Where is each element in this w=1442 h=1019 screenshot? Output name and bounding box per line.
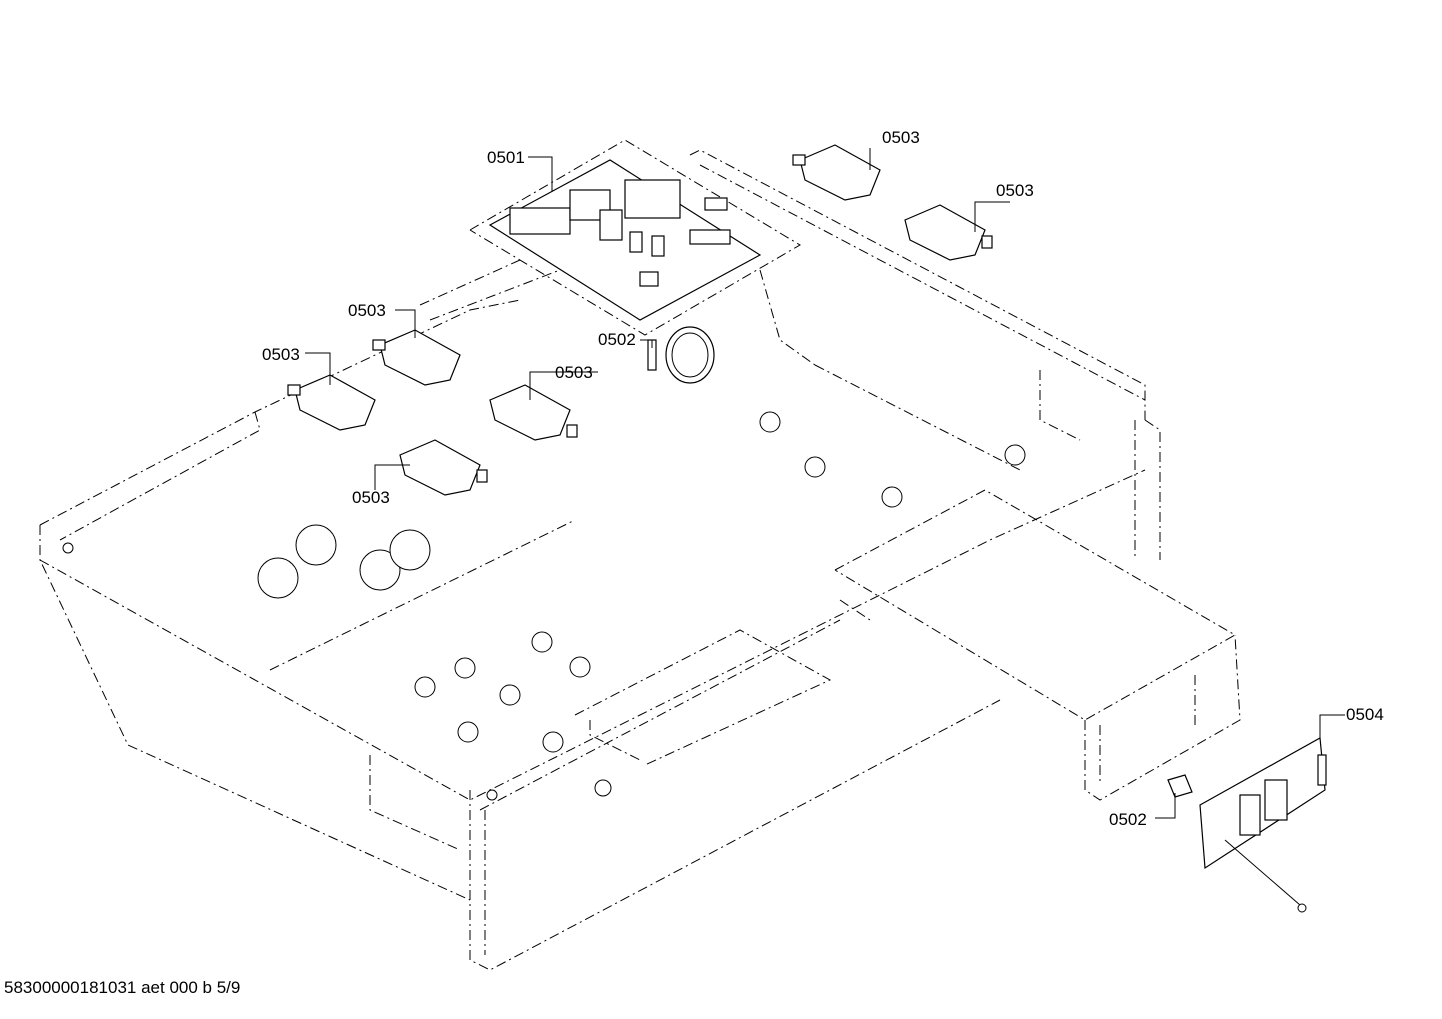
document-reference: 58300000181031 aet 000 b 5/9: [4, 978, 241, 997]
label-0503-a: 0503: [882, 128, 920, 147]
ignition-module-1: [792, 144, 881, 201]
ignition-module-2: [904, 204, 993, 261]
chassis-frame: [39, 149, 1161, 971]
control-board-0501: [469, 139, 801, 336]
ignition-module-6: [399, 439, 488, 496]
connector-0502-bottom: [1167, 774, 1193, 798]
label-0503-b: 0503: [996, 181, 1034, 200]
label-0503-f: 0503: [352, 488, 390, 507]
label-0503-d: 0503: [262, 345, 300, 364]
label-0501: 0501: [487, 148, 525, 167]
label-0503-e: 0503: [555, 363, 593, 382]
leader-lines: [305, 148, 1345, 819]
label-0502-a: 0502: [598, 330, 636, 349]
ignition-module-3: [372, 329, 461, 386]
label-0502-b: 0502: [1109, 810, 1147, 829]
surface-holes: [62, 411, 1026, 801]
small-board-0504: [1199, 737, 1327, 913]
ignition-module-5: [489, 384, 578, 441]
label-0504: 0504: [1346, 705, 1384, 724]
cable-ring: [665, 326, 715, 384]
ignition-module-4: [287, 374, 376, 431]
cover-plate: [834, 489, 1241, 801]
label-0503-c: 0503: [348, 301, 386, 320]
